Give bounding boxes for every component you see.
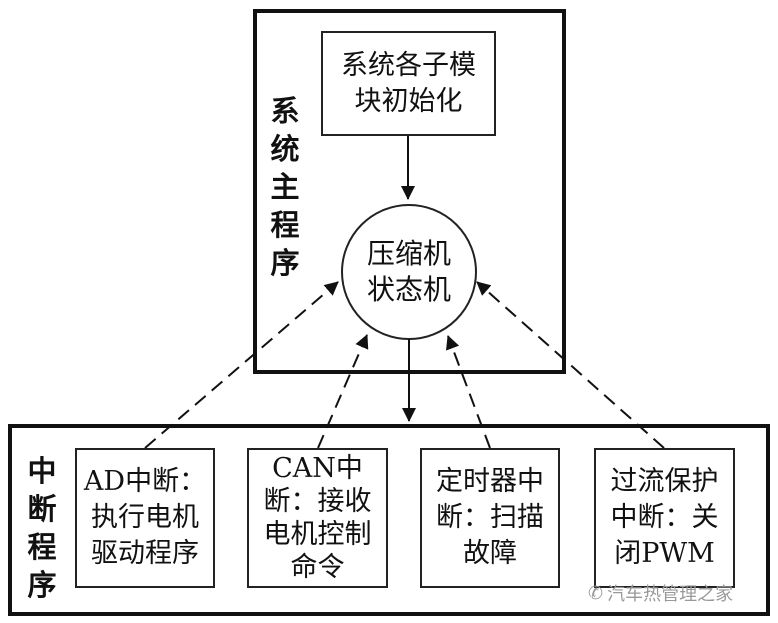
state-machine-label: 压缩机 状态机 [342, 236, 476, 308]
interrupt-box-ad: AD中断： 执行电机 驱动程序 [75, 448, 215, 588]
init-box: 系统各子模 块初始化 [321, 31, 496, 136]
box-line: CAN中 [272, 453, 363, 484]
box-line: 命令 [290, 552, 345, 583]
state-line: 压缩机 [366, 237, 451, 270]
interrupt-label-char: 程 [27, 530, 57, 564]
watermark: ✆ 汽车热管理之家 [588, 580, 733, 606]
box-line: 过流保护 [610, 466, 719, 497]
dashed-arrow-ad [144, 281, 339, 449]
box-line: 断：扫描 [436, 502, 544, 533]
box-line: 电机控制 [263, 519, 372, 550]
dashed-arrow-timer [446, 335, 491, 449]
interrupt-program-frame [8, 424, 770, 616]
box-line: AD中断： [83, 466, 207, 497]
interrupt-label-char: 中 [27, 454, 57, 488]
interrupt-label-char: 断 [27, 492, 57, 526]
box-line: 故障 [463, 538, 517, 569]
init-box-line: 系统各子模 [341, 49, 476, 81]
main-label-char: 统 [270, 132, 300, 166]
init-box-line: 块初始化 [354, 85, 463, 117]
box-line: 中断：关 [610, 502, 719, 533]
interrupt-box-overcurrent: 过流保护 中断：关 闭PWM [594, 448, 735, 588]
box-line: 闭PWM [614, 538, 715, 569]
main-label-char: 序 [270, 246, 300, 280]
main-label-char: 程 [270, 208, 300, 242]
box-line: 定时器中 [436, 466, 544, 497]
main-label-char: 系 [270, 94, 300, 128]
box-line: 驱动程序 [91, 538, 199, 569]
dashed-arrow-can [317, 334, 369, 449]
interrupt-label-char: 序 [27, 568, 57, 602]
watermark-text: 汽车热管理之家 [607, 584, 734, 605]
state-line: 状态机 [366, 273, 451, 306]
interrupt-box-timer: 定时器中 断：扫描 故障 [420, 448, 560, 588]
main-label-char: 主 [270, 170, 300, 204]
interrupt-box-can: CAN中 断：接收 电机控制 命令 [247, 448, 388, 588]
main-program-label: 系 统 主 程 序 [267, 92, 303, 282]
box-line: 断：接收 [263, 486, 372, 517]
box-line: 执行电机 [91, 502, 199, 533]
wechat-icon: ✆ [588, 582, 604, 604]
interrupt-program-label: 中 断 程 序 [24, 452, 60, 604]
dashed-arrow-overcurrent [476, 281, 665, 449]
